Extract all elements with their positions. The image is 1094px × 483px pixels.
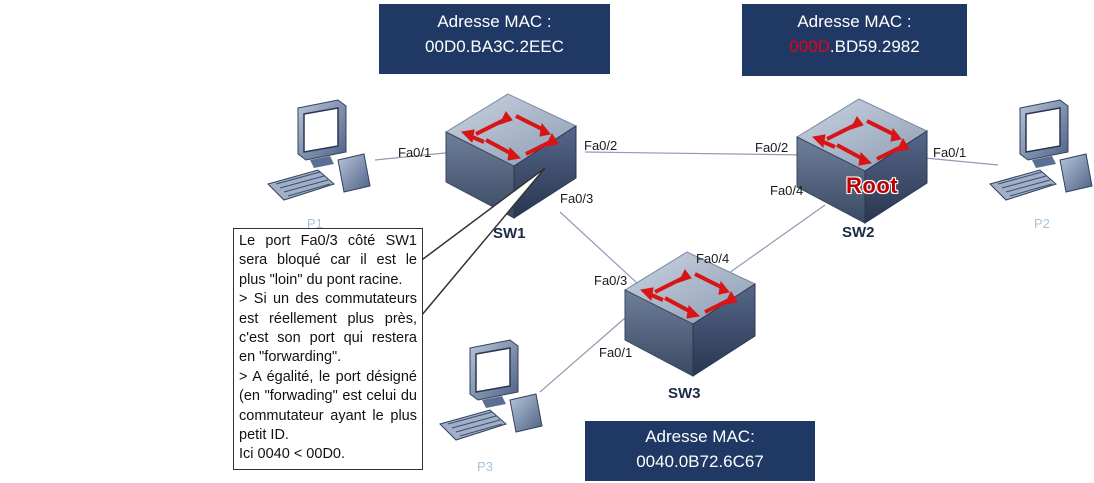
port-sw2-fa02: Fa0/2 xyxy=(755,140,789,155)
link-sw2-p2 xyxy=(924,157,999,166)
pc-p3-icon xyxy=(439,339,543,441)
mac-box-sw2-address: 000D.BD59.2982 xyxy=(742,34,967,59)
switch-sw1-label: SW1 xyxy=(493,225,526,242)
switch-sw3-icon xyxy=(623,250,757,378)
pc-p1-icon xyxy=(267,99,371,201)
callout-line-1: Le port Fa0/3 côté SW1 sera bloqué car i… xyxy=(239,233,417,288)
mac-box-sw3: Adresse MAC: 0040.0B72.6C67 xyxy=(585,421,815,481)
port-sw1-fa02: Fa0/2 xyxy=(584,138,618,153)
mac-box-sw2-address-prefix: 000D xyxy=(789,37,830,56)
callout-pointer xyxy=(410,167,546,329)
mac-box-sw1-address: 00D0.BA3C.2EEC xyxy=(425,37,564,56)
link-sw1-sw2 xyxy=(584,151,811,156)
callout-line-3: > A égalité, le port désigné (en "forwad… xyxy=(239,368,417,444)
mac-box-sw2-title: Adresse MAC : xyxy=(797,12,912,31)
mac-box-sw1: Adresse MAC : 00D0.BA3C.2EEC xyxy=(379,4,610,74)
link-p1-sw1 xyxy=(374,151,456,161)
link-sw1-sw3 xyxy=(559,211,651,296)
switch-sw2-icon xyxy=(795,97,929,225)
callout-line-4: Ici 0040 < 00D0. xyxy=(239,446,346,463)
switch-sw2-label: SW2 xyxy=(842,224,875,241)
pc-p2-icon xyxy=(989,99,1093,201)
explanation-callout: Le port Fa0/3 côté SW1 sera bloqué car i… xyxy=(233,228,423,470)
port-sw3-fa03: Fa0/3 xyxy=(594,273,628,288)
mac-box-sw3-title: Adresse MAC: xyxy=(645,427,755,446)
mac-box-sw2-address-rest: .BD59.2982 xyxy=(829,37,920,56)
mac-box-sw3-address: 0040.0B72.6C67 xyxy=(636,452,764,471)
port-sw1-fa03: Fa0/3 xyxy=(560,191,594,206)
mac-box-sw1-title: Adresse MAC : xyxy=(437,12,552,31)
mac-box-sw2: Adresse MAC : 000D.BD59.2982 xyxy=(742,4,967,76)
port-sw2-fa01: Fa0/1 xyxy=(933,145,967,160)
root-bridge-label: Root xyxy=(846,173,899,198)
pc-p2-label: P2 xyxy=(1034,216,1050,231)
callout-line-2: > Si un des commutateurs est réellement … xyxy=(239,291,417,366)
pc-p1-label: P1 xyxy=(307,216,323,231)
link-sw3-p3 xyxy=(539,317,626,393)
port-sw1-fa01: Fa0/1 xyxy=(398,145,432,160)
port-sw3-fa04: Fa0/4 xyxy=(696,251,730,266)
pc-p3-label: P3 xyxy=(477,459,493,474)
port-sw2-fa04: Fa0/4 xyxy=(770,183,804,198)
port-sw3-fa01: Fa0/1 xyxy=(599,345,633,360)
switch-sw3-label: SW3 xyxy=(668,385,701,402)
